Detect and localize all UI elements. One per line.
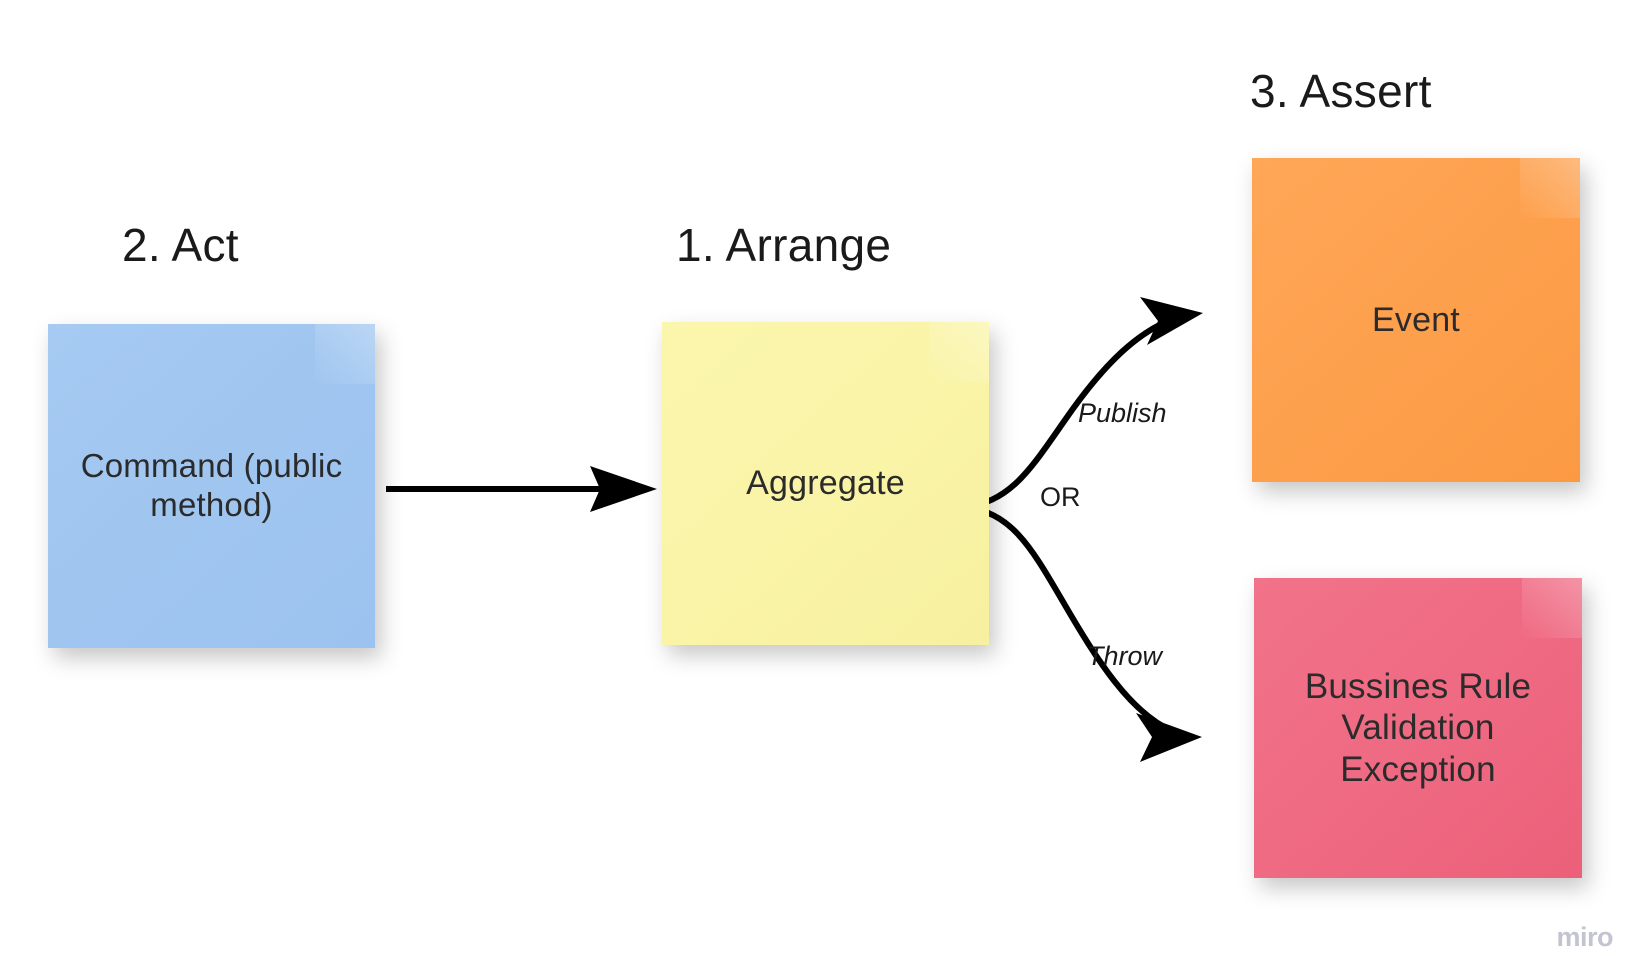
sticky-note-command-label: Command (public method) [80,447,343,523]
section-heading-act: 2. Act [122,219,239,271]
sticky-note-event-label: Event [1372,300,1460,339]
miro-watermark: miro [1556,922,1613,952]
sticky-note-aggregate-label: Aggregate [746,464,905,503]
sticky-note-command[interactable]: Command (public method) [48,324,375,648]
sticky-note-exception-label: Bussines Rule Validation Exception [1304,667,1532,789]
sticky-note-aggregate[interactable]: Aggregate [662,322,989,645]
section-heading-assert: 3. Assert [1250,65,1432,117]
edge-label-publish: Publish [1078,398,1167,428]
arrow-aggregate-branch-throw [960,504,1202,762]
edge-label-throw: Throw [1087,641,1163,671]
arrow-command-to-aggregate [386,466,657,512]
edge-label-or: OR [1040,482,1081,512]
sticky-note-event[interactable]: Event [1252,158,1580,482]
section-heading-arrange: 1. Arrange [676,219,892,271]
sticky-note-exception[interactable]: Bussines Rule Validation Exception [1254,578,1582,878]
